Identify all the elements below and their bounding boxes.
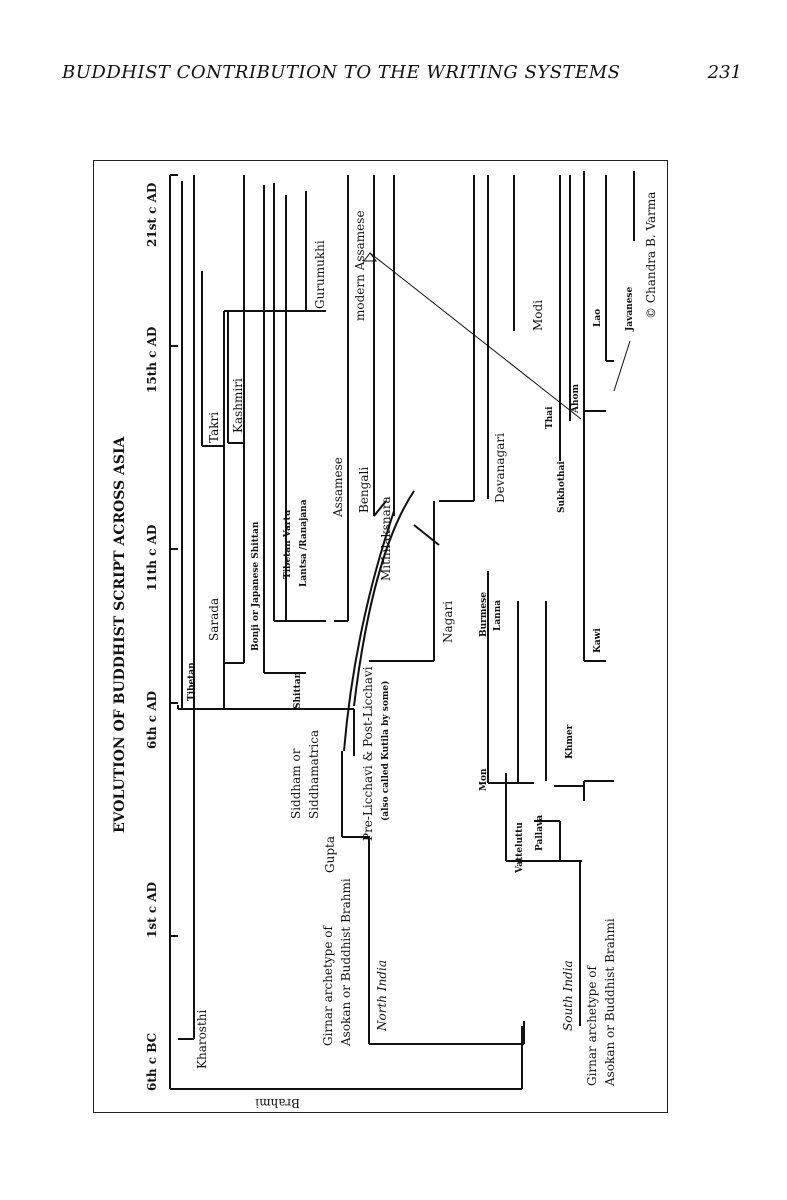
devanagari-label: Devanagari [493,433,507,503]
girnar-south-line2: Asokan or Buddhist Brahmi [603,918,617,1087]
kharosthi-label: Kharosthi [195,1009,209,1069]
burmese-label: Burmese [479,592,489,637]
bonji-label: Bonji or Japanese Shittan [251,521,261,651]
era-label: 21st c AD [145,183,159,247]
lao-label: Lao [593,309,603,327]
siddham-line1: Siddham or [289,748,303,819]
brahmi-label: Brahmi [255,1096,300,1110]
script-tree-diagram: EVOLUTION OF BUDDHIST SCRIPT ACROSS ASIA… [112,171,658,1110]
modi-label: Modi [531,300,545,331]
tibetan-label: Tibetan [187,662,197,701]
era-axis: 6th c BC 1st c AD 6th c AD 11th c AD 15t… [145,174,178,1091]
bengali-label: Bengali [357,467,371,513]
gurumukhi-label: Gurumukhi [313,240,327,309]
north-india-label: North India [375,960,389,1032]
sarada-label: Sarada [207,598,221,641]
takri-label: Takri [207,412,221,443]
era-label: 1st c AD [145,882,159,938]
era-label: 6th c AD [145,691,159,749]
thai-label: Thai [545,406,555,429]
south-india-label: South India [561,960,575,1031]
khmer-label: Khmer [565,724,575,759]
gupta-label: Gupta [323,836,337,873]
kutila-note: (also called Kutila by some) [380,681,391,821]
brahmi-root: Brahmi [178,1021,525,1110]
script-evolution-figure: EVOLUTION OF BUDDHIST SCRIPT ACROSS ASIA… [93,160,668,1113]
running-head: BUDDHIST CONTRIBUTION TO THE WRITING SYS… [62,62,742,88]
ahom-label: Ahom [571,383,581,414]
modern-assamese-label: modern Assamese [353,210,367,321]
north-india-branch: Girnar archetype of Asokan or Buddhist B… [177,175,582,1047]
girnar-north-line1: Girnar archetype of [321,925,335,1046]
page-number: 231 [707,62,742,83]
figure-credit: © Chandra B. Varma [644,192,658,319]
mon-label: Mon [479,768,489,791]
kashmiri-label: Kashmiri [231,378,245,433]
era-label: 15th c AD [145,327,159,393]
assamese-label: Assamese [331,457,345,518]
girnar-south-line1: Girnar archetype of [585,965,599,1086]
pallava-label: Pallava [535,815,545,851]
era-label: 6th c BC [145,1033,159,1091]
girnar-north-line2: Asokan or Buddhist Brahmi [339,878,353,1047]
siddham-line2: Siddhamatrica [307,730,321,819]
vatteluttu-label: Vatteluttu [515,822,525,874]
lantsa-label: Lantsa /Ranajana [299,499,309,587]
south-india-branch: Girnar archetype of Asokan or Buddhist B… [479,171,635,1087]
kawi-label: Kawi [593,628,603,653]
sukhothai-label: Sukhothai [557,461,567,513]
nagari-label: Nagari [441,601,455,643]
pre-licchavi-label: Pre-Licchavi & Post-Licchavi [361,666,375,841]
tibetan-vartu-label: Tibetan Vartu [283,509,293,579]
lanna-label: Lanna [493,600,503,631]
running-title: BUDDHIST CONTRIBUTION TO THE WRITING SYS… [62,62,621,83]
javanese-label: Javanese [625,287,635,332]
era-label: 11th c AD [145,525,159,591]
figure-title: EVOLUTION OF BUDDHIST SCRIPT ACROSS ASIA [112,435,128,833]
shittan-label: Shittan [293,671,303,709]
